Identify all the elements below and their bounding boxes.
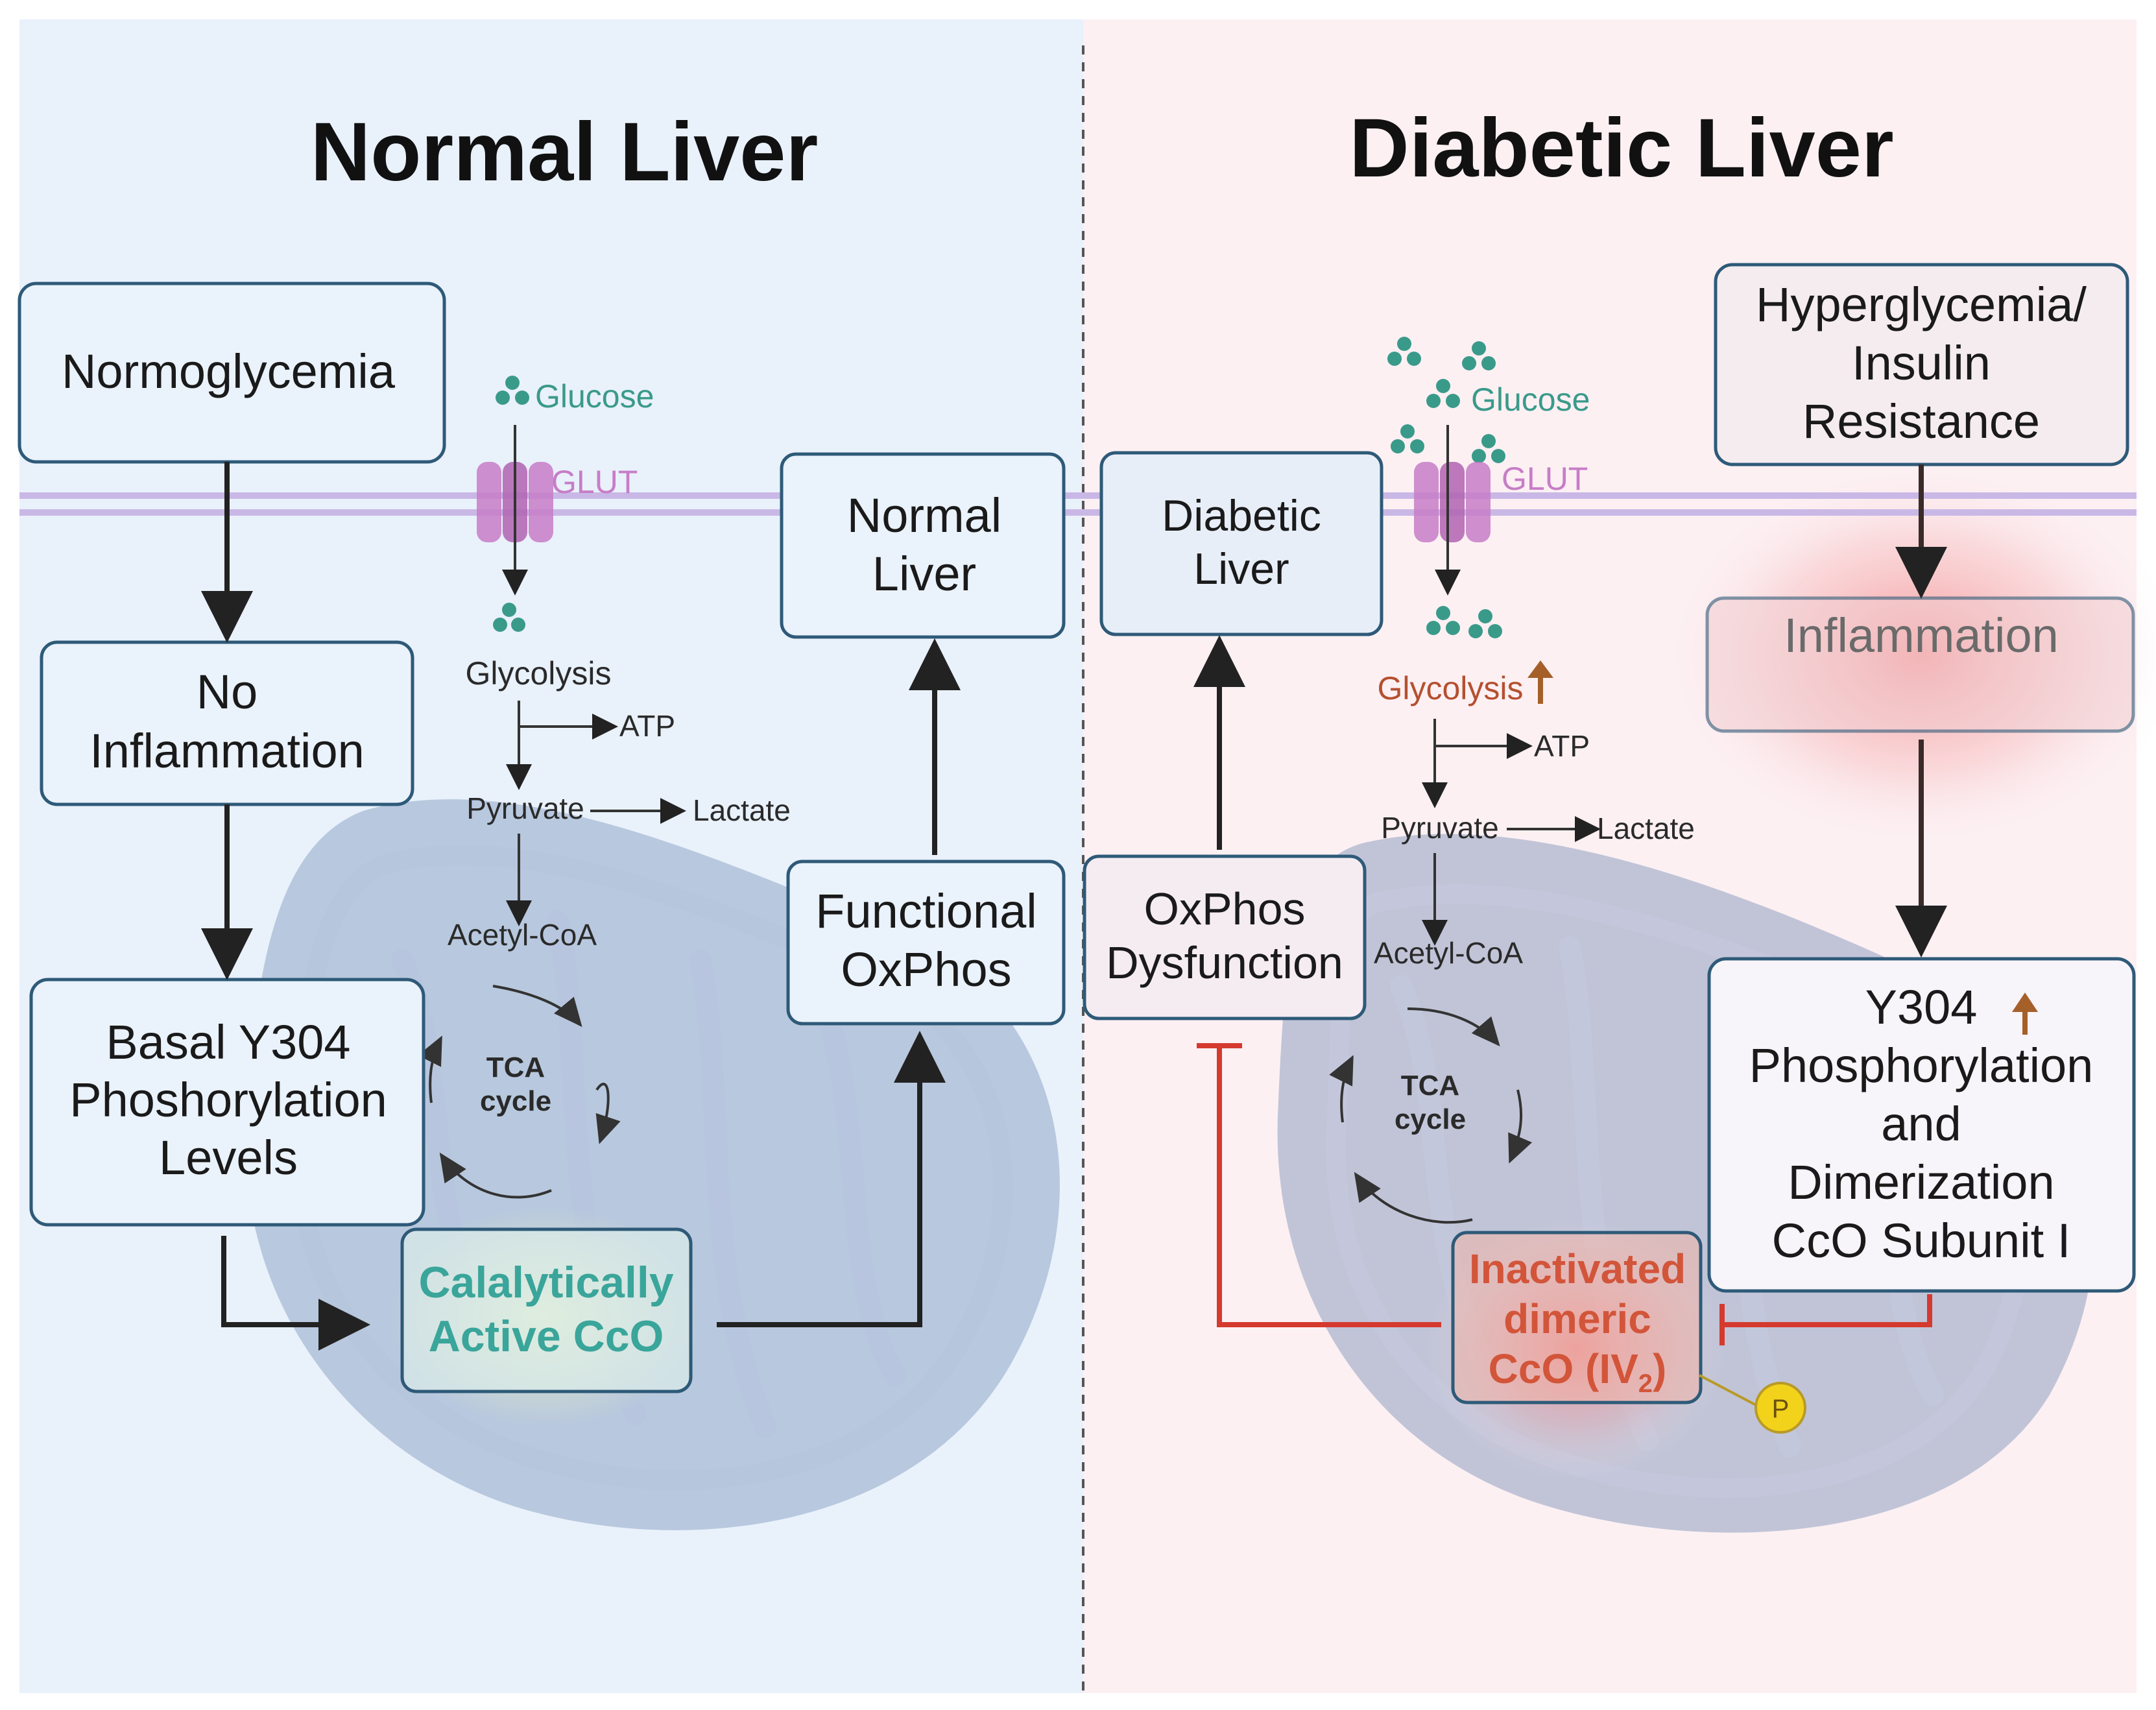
glycolysis-label-left: Glycolysis — [465, 655, 611, 692]
arrow-basal-to-active-cco — [221, 1236, 370, 1351]
glucose-inside-icon — [493, 603, 525, 632]
y304-line2: Phosphorylation — [1749, 1039, 2094, 1092]
diabetic-liver-box — [1099, 451, 1383, 636]
no-inflammation-line1: No — [197, 665, 258, 719]
hyperglycemia-line2: Insulin — [1852, 336, 1991, 390]
inhibit-y304-to-cco — [1719, 1294, 1932, 1345]
hyperglycemia-line3: Resistance — [1803, 394, 2040, 448]
oxphos-dysfunction-line2: Dysfunction — [1106, 937, 1343, 988]
functional-oxphos-box — [786, 860, 1066, 1026]
basal-y304-line2: Phoshorylation — [69, 1073, 387, 1127]
y304-phosphorylation-box — [1707, 957, 2136, 1293]
glucose-icon — [1387, 337, 1505, 463]
cycle-label-right: cycle — [1395, 1103, 1466, 1135]
inactivated-line2: dimeric — [1503, 1295, 1651, 1342]
glucose-icon — [496, 376, 529, 405]
active-cco-box — [400, 1227, 693, 1393]
functional-oxphos-line2: OxPhos — [841, 943, 1011, 996]
phosphate-icon — [1755, 1382, 1806, 1434]
tca-label-left: TCA — [486, 1052, 545, 1083]
glut-label-right: GLUT — [1502, 461, 1588, 497]
normal-liver-box — [780, 452, 1066, 639]
basal-y304-line3: Levels — [159, 1131, 298, 1185]
phosphate-link — [1699, 1374, 1762, 1409]
diabetic-liver-line1: Diabetic — [1162, 491, 1321, 540]
membrane-left — [19, 492, 782, 516]
atp-label-left: ATP — [619, 709, 675, 743]
normoglycemia-label: Normoglycemia — [62, 344, 396, 398]
acetyl-coa-label-left: Acetyl-CoA — [448, 918, 597, 952]
y304-line1: Y304 — [1865, 980, 1978, 1034]
diabetic-liver-line2: Liver — [1193, 544, 1289, 594]
glycolysis-label-right: Glycolysis — [1377, 670, 1523, 706]
functional-oxphos-line1: Functional — [815, 884, 1036, 938]
left-title: Normal Liver — [311, 106, 819, 199]
lactate-label-right: Lactate — [1597, 812, 1695, 845]
pyruvate-label-left: Pyruvate — [466, 791, 584, 825]
normal-liver-line2: Liver — [872, 547, 976, 601]
tca-cycle-left — [418, 985, 621, 1199]
normal-liver-line1: Normal — [847, 488, 1001, 542]
active-cco-line1: Calalytically — [418, 1258, 673, 1307]
y304-increase-arrow-icon — [2012, 993, 2038, 1035]
inactivated-line3: CcO (IV2) — [1489, 1345, 1667, 1398]
inactivated-line1: Inactivated — [1469, 1246, 1686, 1292]
tca-cycle-right — [1329, 1007, 1533, 1224]
acetyl-coa-label-right: Acetyl-CoA — [1374, 936, 1523, 970]
basal-y304-line1: Basal Y304 — [106, 1015, 350, 1069]
y304-line3: and — [1881, 1097, 1961, 1151]
oxphos-dysfunction-line1: OxPhos — [1144, 884, 1306, 934]
glut-transporter-icon — [1414, 462, 1491, 542]
y304-line5: CcO Subunit I — [1772, 1214, 2071, 1268]
active-cco-line2: Active CcO — [429, 1312, 664, 1361]
oxphos-dysfunction-box — [1083, 854, 1367, 1020]
inflammation-label: Inflammation — [1784, 608, 2059, 662]
arrow-active-cco-to-functional — [717, 1031, 946, 1327]
glucose-inside-icon — [1426, 606, 1502, 638]
inactivated-cco-box — [1451, 1231, 1703, 1404]
glucose-label-left: Glucose — [535, 378, 654, 415]
pyruvate-label-right: Pyruvate — [1381, 811, 1499, 845]
cycle-label-left: cycle — [480, 1085, 551, 1117]
glycolysis-increase-arrow-icon — [1527, 660, 1553, 704]
no-inflammation-line2: Inflammation — [90, 724, 365, 778]
lactate-label-left: Lactate — [693, 793, 791, 827]
glut-label-left: GLUT — [551, 464, 638, 500]
glucose-label-right: Glucose — [1471, 381, 1590, 418]
right-title: Diabetic Liver — [1349, 102, 1893, 195]
y304-line4: Dimerization — [1788, 1155, 2054, 1209]
phosphate-label: P — [1772, 1395, 1790, 1423]
atp-label-right: ATP — [1534, 729, 1590, 763]
normoglycemia-box — [18, 282, 446, 464]
hyperglycemia-line1: Hyperglycemia/ — [1756, 278, 2087, 331]
tca-label-right: TCA — [1401, 1070, 1459, 1102]
inhibit-cco-to-oxphos — [1197, 1043, 1441, 1327]
